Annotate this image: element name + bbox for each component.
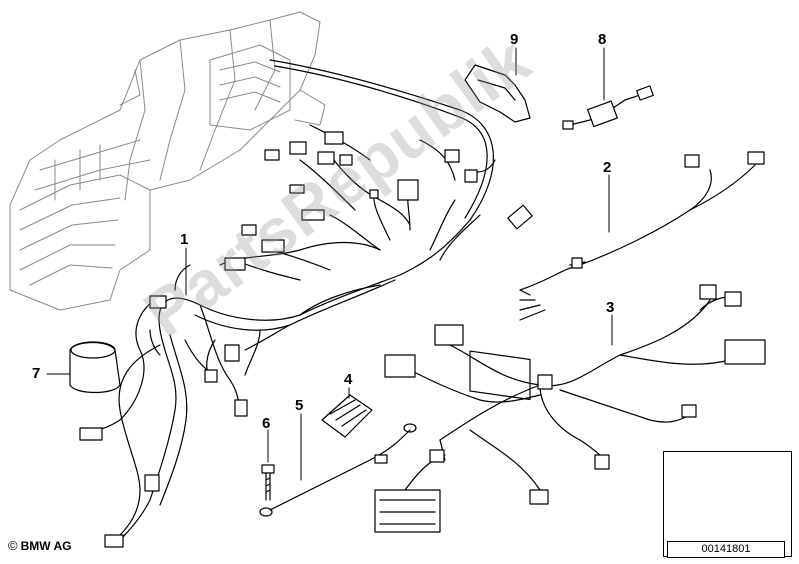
connector bbox=[289, 184, 305, 194]
thumbnail-frame bbox=[663, 451, 792, 557]
connector bbox=[261, 239, 285, 253]
connector bbox=[434, 324, 464, 346]
copyright-symbol: © bbox=[8, 538, 18, 553]
callout-6: 6 bbox=[262, 415, 271, 432]
connector bbox=[144, 474, 160, 492]
wiring-harness-2 bbox=[469, 151, 765, 401]
connector bbox=[324, 131, 344, 145]
connector bbox=[529, 489, 549, 505]
connector bbox=[339, 154, 353, 166]
callout-5: 5 bbox=[295, 397, 304, 414]
connector bbox=[747, 151, 765, 165]
connector bbox=[464, 169, 478, 183]
connector bbox=[317, 151, 335, 165]
harness-clip bbox=[537, 374, 553, 390]
callout-2: 2 bbox=[603, 159, 612, 176]
wiring-harness-3 bbox=[384, 284, 766, 505]
ground-cable bbox=[259, 423, 417, 517]
connector bbox=[224, 344, 240, 362]
connector bbox=[289, 141, 307, 155]
connector bbox=[594, 454, 610, 470]
main-wiring-harness bbox=[79, 59, 496, 546]
harness-connectors bbox=[79, 131, 533, 548]
connector bbox=[429, 449, 445, 463]
connector bbox=[241, 224, 257, 236]
cable-sleeve bbox=[374, 454, 388, 464]
screw bbox=[261, 464, 275, 501]
multi-pin-connector bbox=[724, 339, 766, 365]
connector bbox=[264, 149, 280, 161]
sensor-connector bbox=[507, 204, 533, 230]
junction-block bbox=[374, 489, 441, 533]
callout-4: 4 bbox=[344, 371, 353, 388]
callout-8: 8 bbox=[598, 31, 607, 48]
connector bbox=[149, 295, 167, 309]
connector bbox=[681, 404, 697, 418]
junction-block-lead bbox=[374, 439, 446, 533]
connector bbox=[684, 154, 700, 168]
bracket bbox=[464, 64, 531, 123]
connector bbox=[234, 399, 248, 417]
callout-1: 1 bbox=[180, 231, 189, 248]
connector bbox=[397, 179, 419, 201]
airbox-housing bbox=[9, 11, 326, 311]
leader-lines bbox=[46, 47, 613, 481]
multi-pin-connector bbox=[469, 350, 531, 401]
fuse-holder bbox=[321, 394, 373, 438]
copyright-notice: © BMW AG bbox=[8, 538, 71, 553]
sensor bbox=[562, 85, 654, 130]
callout-7: 7 bbox=[32, 365, 41, 382]
connector bbox=[104, 534, 124, 548]
connector bbox=[301, 209, 325, 221]
brand-text: BMW AG bbox=[20, 538, 72, 553]
catalog-number: 00141801 bbox=[667, 541, 785, 558]
connector bbox=[369, 189, 379, 199]
callout-3: 3 bbox=[606, 299, 615, 316]
connector bbox=[384, 354, 416, 378]
connector bbox=[724, 291, 742, 307]
connector bbox=[79, 427, 103, 441]
connector bbox=[224, 257, 246, 271]
connector bbox=[444, 149, 460, 163]
connector bbox=[699, 284, 717, 300]
rubber-cap bbox=[69, 341, 121, 394]
connector bbox=[204, 369, 218, 383]
callout-9: 9 bbox=[510, 31, 519, 48]
harness-clip bbox=[571, 257, 583, 269]
